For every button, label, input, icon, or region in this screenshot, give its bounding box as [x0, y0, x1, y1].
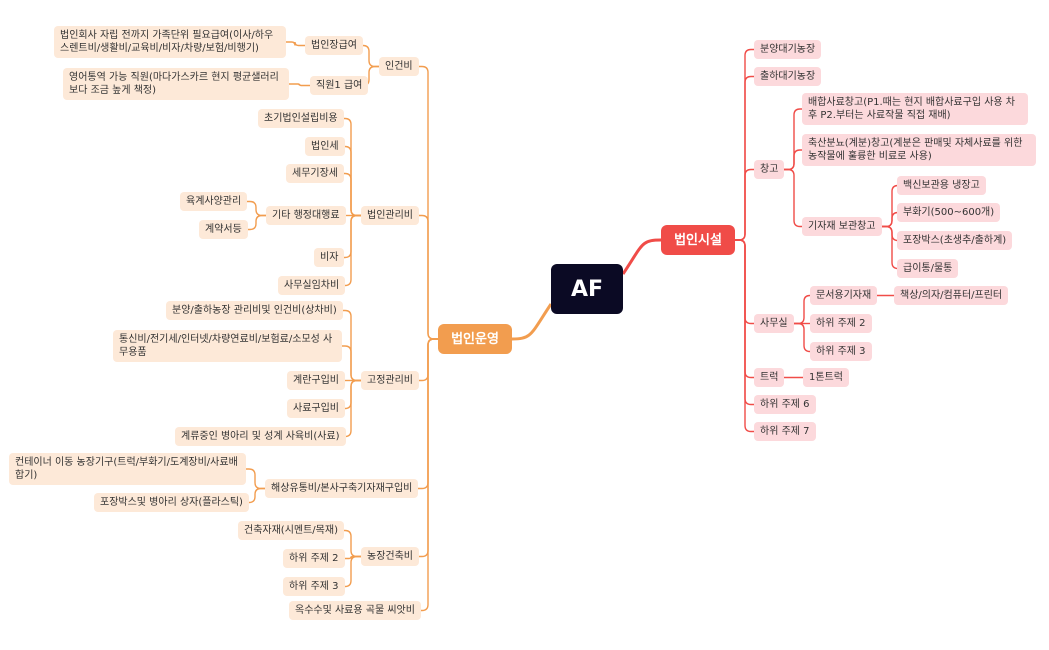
subtopic-office-sub-topic-2[interactable]: 하위 주제 2: [810, 314, 872, 333]
subtopic-visa[interactable]: 비자: [314, 248, 345, 267]
connector-L0a-L0a1: [286, 41, 305, 47]
connector-root-right: [621, 238, 662, 275]
connector-L3-L3b: [248, 487, 265, 504]
connector-L1d-L1d1: [247, 200, 266, 217]
subtopic-ceo-salary[interactable]: 법인장급여: [305, 36, 363, 55]
subtopic-chick-rearing-cost[interactable]: 계류중인 병아리 및 성계 사육비(사료): [175, 427, 346, 446]
topic-sub-topic-7[interactable]: 하위 주제 7: [754, 422, 816, 441]
detail-packing-box[interactable]: 포장박스(초생추/출하계): [897, 231, 1013, 250]
connector-L4-L4a: [344, 529, 361, 558]
root-node[interactable]: AF: [551, 264, 623, 314]
connector-R2-R2b: [784, 149, 802, 171]
topic-truck[interactable]: 트럭: [754, 368, 785, 387]
subtopic-one-ton-truck[interactable]: 1톤트럭: [803, 368, 849, 387]
connector-L0b-L0b1: [289, 83, 310, 87]
subtopic-equipment-storage[interactable]: 기자재 보관창고: [802, 217, 882, 236]
topic-farm-construction-cost[interactable]: 농장건축비: [361, 547, 419, 566]
connector-L4-L4b: [345, 555, 361, 560]
subtopic-staff-salary[interactable]: 직원1 급여: [310, 76, 369, 95]
topic-labor-cost[interactable]: 인건비: [379, 57, 419, 76]
subtopic-sub-topic-3[interactable]: 하위 주제 3: [283, 577, 345, 596]
topic-fixed-admin-cost[interactable]: 고정관리비: [361, 371, 419, 390]
subtopic-sub-topic-2[interactable]: 하위 주제 2: [283, 549, 345, 568]
detail-feeder-waterer[interactable]: 급이통/물통: [897, 259, 959, 278]
subtopic-utility-costs[interactable]: 통신비/전기세/인터넷/차량연료비/보험료/소모성 사무용품: [113, 330, 342, 362]
detail-office-furniture[interactable]: 책상/의자/컴퓨터/프린터: [894, 286, 1009, 305]
detail-incubator[interactable]: 부화기(500~600개): [897, 203, 1001, 222]
subtopic-feed-purchase[interactable]: 사료구입비: [287, 399, 345, 418]
subtopic-egg-purchase[interactable]: 계란구입비: [287, 371, 345, 390]
topic-office[interactable]: 사무실: [754, 314, 794, 333]
connector-L3-L3a: [246, 468, 265, 490]
detail-ceo-salary[interactable]: 법인회사 자립 전까지 가족단위 필요급여(이사/하우스렌트비/생활비/교육비/…: [54, 26, 286, 58]
detail-broiler-management[interactable]: 육계사양관리: [180, 192, 248, 211]
connector-L2-L2d: [344, 379, 361, 410]
connector-R2c-R2c3: [882, 225, 899, 242]
connector-L1-L1e: [344, 214, 361, 259]
connector-R2c-R2c2: [882, 211, 899, 228]
connector-R2-R2c: [784, 168, 802, 228]
subtopic-feed-warehouse[interactable]: 배합사료창고(P1.때는 현지 배합사료구입 사용 차후 P2.부터는 사료작물…: [802, 93, 1028, 125]
connector-R3-R3c: [794, 322, 811, 353]
topic-seed-cost[interactable]: 옥수수및 사료용 곡물 씨앗비: [289, 601, 421, 620]
topic-pre-shipment-farm[interactable]: 출하대기농장: [754, 67, 822, 86]
connector-n-left-L1: [419, 214, 438, 340]
connector-R2c-R2c1: [882, 184, 899, 228]
connector-L4-L4c: [344, 555, 361, 588]
topic-corporate-admin-cost[interactable]: 법인관리비: [361, 206, 419, 225]
detail-staff-salary[interactable]: 영어통역 가능 직원(마다가스카르 현지 평균샐러리보다 조금 높게 책정): [63, 68, 289, 100]
connector-R2c-R2c4: [882, 225, 899, 270]
connector-L1d-L1d2: [248, 214, 266, 231]
subtopic-admin-agency-fee[interactable]: 기타 행정대행료: [266, 206, 346, 225]
connector-L1-L1a: [344, 117, 361, 217]
connector-n-left-L5: [421, 338, 438, 612]
main-topic-corporate-facilities[interactable]: 법인시설: [661, 225, 735, 255]
main-topic-corporate-operation[interactable]: 법인운영: [438, 324, 512, 354]
topic-warehouse[interactable]: 창고: [754, 160, 785, 179]
subtopic-office-equipment[interactable]: 문서용기자재: [810, 286, 878, 305]
connector-n-right-R2: [735, 168, 754, 241]
connector-R2-R2a: [784, 108, 802, 171]
subtopic-corporate-tax[interactable]: 법인세: [305, 137, 345, 156]
topic-sub-topic-6[interactable]: 하위 주제 6: [754, 395, 816, 414]
subtopic-initial-setup-cost[interactable]: 초기법인설립비용: [258, 109, 344, 128]
connector-L1-L1f: [344, 214, 361, 287]
connector-root-left: [511, 303, 553, 341]
connector-L1-L1c: [344, 172, 361, 217]
subtopic-bookkeeping-fee[interactable]: 세무기장세: [286, 164, 344, 183]
detail-vaccine-fridge[interactable]: 백신보관용 냉장고: [897, 176, 986, 195]
connector-n-right-R6: [735, 239, 754, 433]
topic-shipping-equipment-cost[interactable]: 해상유통비/본사구축기자재구입비: [265, 479, 419, 498]
topic-pre-sale-farm[interactable]: 분양대기농장: [754, 40, 822, 59]
connector-L1-L1b: [344, 145, 361, 217]
subtopic-farm-management-cost[interactable]: 분양/출하농장 관리비및 인건비(상차비): [166, 301, 343, 320]
subtopic-office-rent[interactable]: 사무실임차비: [278, 276, 346, 295]
connector-R3-R3a: [794, 294, 811, 325]
connector-L2-L2e: [344, 379, 361, 438]
subtopic-building-materials[interactable]: 건축자재(시멘트/목재): [238, 521, 344, 540]
subtopic-manure-warehouse[interactable]: 축산분뇨(계분)창고(계분은 판매및 자체사료를 위한 농작물에 훌륭한 비료로…: [802, 134, 1036, 166]
detail-container-farm-tools[interactable]: 컨테이너 이동 농장기구(트럭/부화기/도계장비/사료배합기): [9, 453, 246, 485]
subtopic-office-sub-topic-3[interactable]: 하위 주제 3: [810, 342, 872, 361]
connector-L0-L0a: [362, 44, 379, 68]
detail-packing-boxes[interactable]: 포장박스및 병아리 상자(플라스틱): [94, 493, 249, 512]
detail-contracts[interactable]: 계약서등: [199, 220, 248, 239]
